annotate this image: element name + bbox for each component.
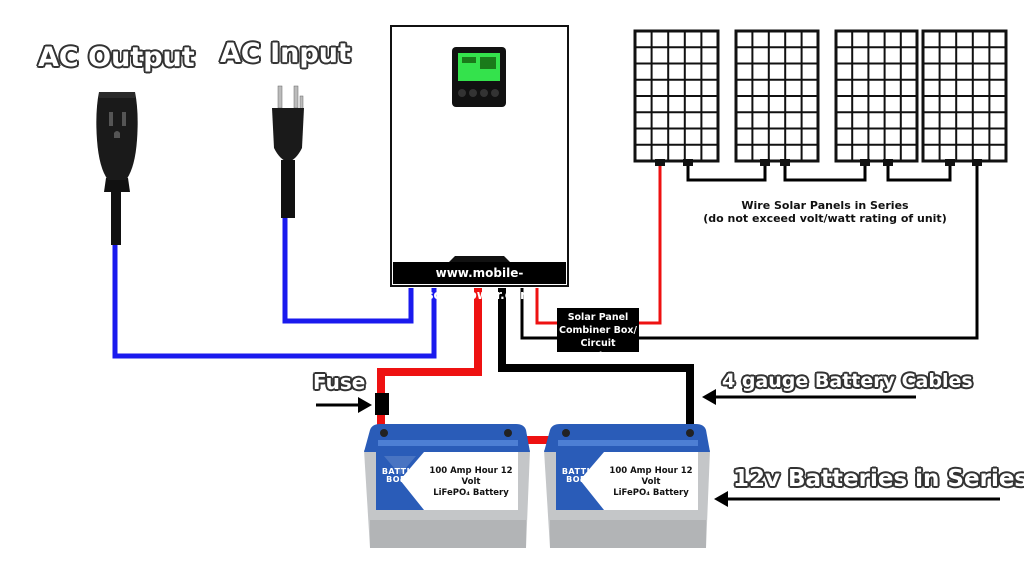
- solar-series-note: Wire Solar Panels in Series (do not exce…: [690, 199, 960, 225]
- solar-panel-icon: [633, 29, 720, 166]
- solar-panel-icon: [921, 29, 1008, 166]
- ac-output-wire: [112, 240, 437, 359]
- ac-output-socket-icon: [96, 92, 138, 245]
- batteries-series-label: 12v Batteries in Series: [733, 466, 1024, 492]
- solar-panel-icon: [834, 29, 919, 166]
- battery-2-model-line1: 100 Amp Hour 12 Volt: [609, 466, 693, 487]
- solar-series-note-line1: Wire Solar Panels in Series: [741, 199, 909, 212]
- solar-series-note-line2: (do not exceed volt/watt rating of unit): [703, 212, 947, 225]
- battery-2-brand-line2: BORN: [566, 475, 594, 484]
- battery-cables-label: 4 gauge Battery Cables: [722, 370, 973, 392]
- battery-2-brand-line1: BATTLE: [561, 467, 599, 476]
- ac-wires: [112, 218, 437, 359]
- inverter-website: www.mobile-solarpower.com: [393, 262, 566, 302]
- combiner-box-line2: Combiner Box/: [558, 325, 638, 336]
- battery-2-brand: BATTLE BORN: [558, 468, 602, 484]
- solar-panel-icon: [734, 29, 820, 166]
- panel-link-3-4: [886, 165, 952, 182]
- batteries-arrow-icon: [714, 491, 1000, 507]
- fuse-arrow-icon: [316, 397, 372, 413]
- battery-icon: [364, 424, 530, 548]
- battery-1-model: 100 Amp Hour 12 Volt LiFePO₄ Battery: [424, 466, 518, 499]
- cables-arrow-icon: [702, 389, 916, 405]
- combiner-box: Solar Panel Combiner Box/ Circuit Breake…: [557, 308, 639, 362]
- fuse-icon: [375, 393, 389, 415]
- battery-1-model-line1: 100 Amp Hour 12 Volt: [429, 466, 513, 487]
- ac-input-label: AC Input: [220, 38, 351, 69]
- battery-negative-cable: [498, 288, 694, 437]
- battery-2-model: 100 Amp Hour 12 Volt LiFePO₄ Battery: [604, 466, 698, 499]
- ac-output-label: AC Output: [38, 42, 195, 73]
- lcd-display-icon: [452, 47, 506, 107]
- battery-1-brand-line2: BORN: [386, 475, 414, 484]
- panel-link-1-2: [686, 165, 767, 182]
- solar-negative-wire: [520, 165, 979, 340]
- battery-1-model-line2: LiFePO₄ Battery: [433, 488, 509, 498]
- fuse-label: Fuse: [313, 370, 366, 394]
- combiner-box-line1: Solar Panel: [567, 312, 629, 323]
- battery-1-brand: BATTLE BORN: [378, 468, 422, 484]
- battery-1-brand-line1: BATTLE: [381, 467, 419, 476]
- battery-icon: [544, 424, 710, 548]
- arrows: [316, 389, 1000, 507]
- solar-panels: [633, 29, 1008, 166]
- panel-link-2-3: [783, 165, 867, 182]
- battery-2-model-line2: LiFePO₄ Battery: [613, 488, 689, 498]
- combiner-box-line3: Circuit Breakers: [574, 338, 622, 362]
- battery-positive-cable: [377, 288, 482, 437]
- ac-input-plug-icon: [272, 85, 304, 218]
- ac-input-wire: [282, 218, 414, 324]
- inverter: [390, 25, 569, 287]
